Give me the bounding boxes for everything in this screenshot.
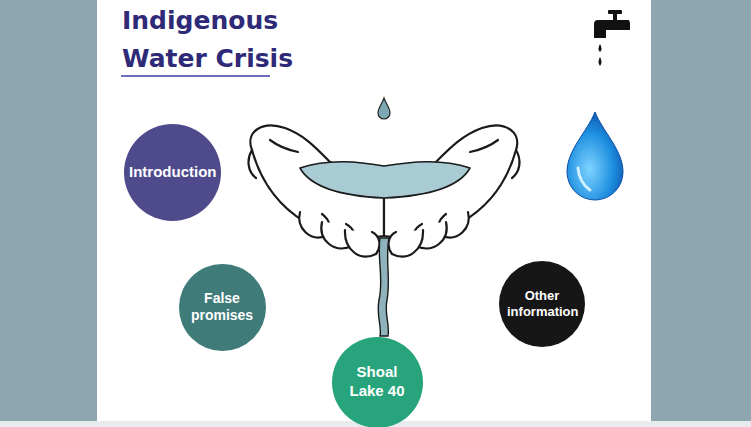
topic-circle: False promises bbox=[179, 264, 266, 351]
water-drop bbox=[567, 112, 623, 200]
topic-label: Introduction bbox=[129, 163, 215, 182]
cupped-hands bbox=[249, 125, 520, 256]
small-drop bbox=[378, 98, 390, 119]
drop-highlight bbox=[578, 168, 590, 190]
slide-title: Indigenous Water Crisis bbox=[122, 2, 307, 78]
topic-label: False promises bbox=[187, 290, 257, 325]
water-stream bbox=[378, 238, 389, 336]
topic-label: Shoal Lake 40 bbox=[340, 363, 414, 401]
topic-circle: Shoal Lake 40 bbox=[332, 337, 423, 427]
topic-label: Other information bbox=[507, 288, 577, 321]
title-underline bbox=[121, 75, 270, 77]
topic-circle: Introduction bbox=[124, 124, 221, 221]
faucet-icon bbox=[594, 10, 630, 66]
topic-circle: Other information bbox=[499, 261, 585, 347]
